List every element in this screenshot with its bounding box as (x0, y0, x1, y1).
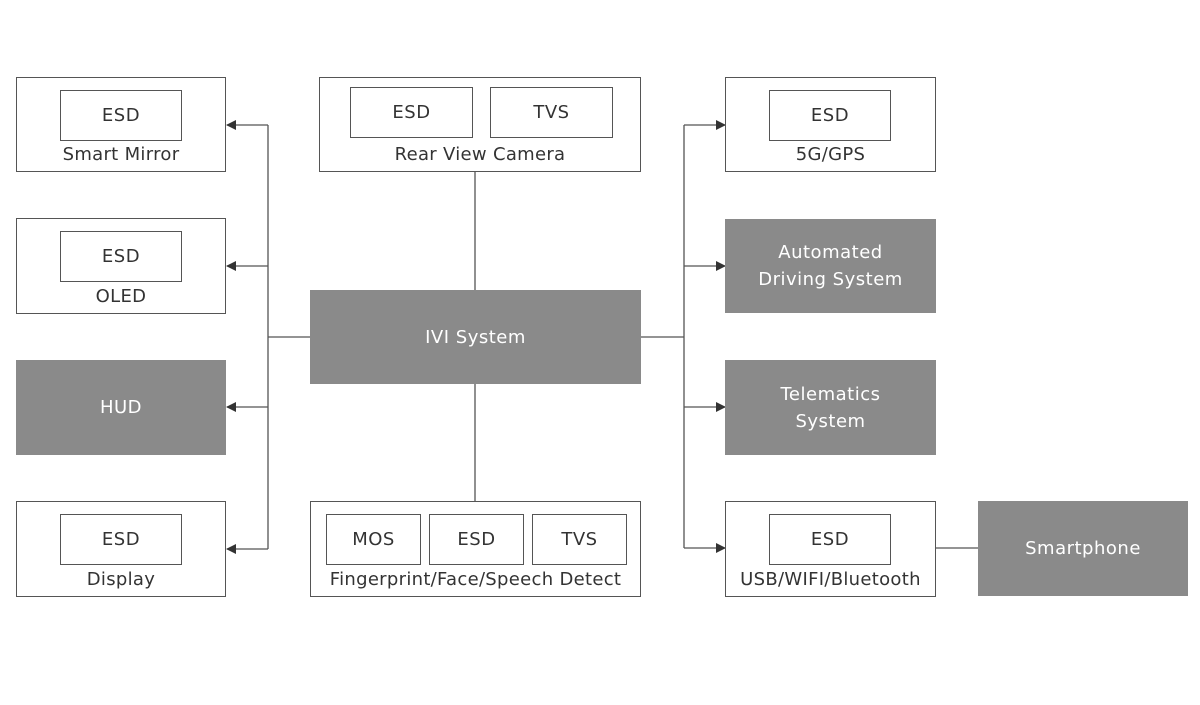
chip-label: ESD (457, 529, 496, 550)
chip-label: TVS (533, 102, 570, 123)
chip-label: ESD (101, 246, 141, 267)
fingerprint-face-speech-block: MOS ESD TVS Fingerprint/Face/Speech Dete… (310, 501, 641, 597)
rear-view-camera-block: ESD TVS Rear View Camera (319, 77, 641, 172)
smart-mirror-block: ESD Smart Mirror (16, 77, 226, 172)
chip-label: TVS (561, 529, 598, 550)
esd-chip: ESD (60, 231, 182, 282)
block-label: OLED (95, 286, 147, 307)
chip-label: ESD (810, 105, 850, 126)
block-label: 5G/GPS (795, 144, 866, 165)
chip-label: MOS (352, 529, 395, 550)
display-block: ESD Display (16, 501, 226, 597)
chip-label: ESD (101, 105, 141, 126)
esd-chip: ESD (350, 87, 473, 138)
5g-gps-block: ESD 5G/GPS (725, 77, 936, 172)
hud-block: HUD (16, 360, 226, 455)
oled-block: ESD OLED (16, 218, 226, 314)
esd-chip: ESD (60, 90, 182, 141)
block-label: IVI System (425, 326, 526, 348)
block-label: HUD (99, 397, 143, 418)
block-label: Rear View Camera (394, 144, 566, 165)
esd-chip: ESD (769, 90, 891, 141)
block-label-line: Driving System (758, 269, 903, 290)
esd-chip: ESD (60, 514, 182, 565)
smartphone-block: Smartphone (978, 501, 1188, 596)
mos-chip: MOS (326, 514, 421, 565)
automated-driving-system-block: Automated Driving System (725, 219, 936, 313)
block-label: Smart Mirror (62, 144, 180, 165)
esd-chip: ESD (429, 514, 524, 565)
ivi-system-block: IVI System (310, 290, 641, 384)
block-label: Smartphone (1025, 538, 1141, 559)
block-label: USB/WIFI/Bluetooth (740, 569, 921, 590)
chip-label: ESD (810, 529, 850, 550)
block-label-line: Automated (778, 242, 883, 263)
tvs-chip: TVS (490, 87, 613, 138)
usb-wifi-bluetooth-block: ESD USB/WIFI/Bluetooth (725, 501, 936, 597)
chip-label: ESD (392, 102, 431, 123)
block-label-line: System (795, 410, 866, 432)
block-label: Fingerprint/Face/Speech Detect (329, 569, 622, 590)
tvs-chip: TVS (532, 514, 627, 565)
block-label: Display (86, 569, 156, 590)
telematics-system-block: Telematics System (725, 360, 936, 455)
esd-chip: ESD (769, 514, 891, 565)
chip-label: ESD (101, 529, 141, 550)
block-label-line: Telematics (780, 383, 881, 405)
